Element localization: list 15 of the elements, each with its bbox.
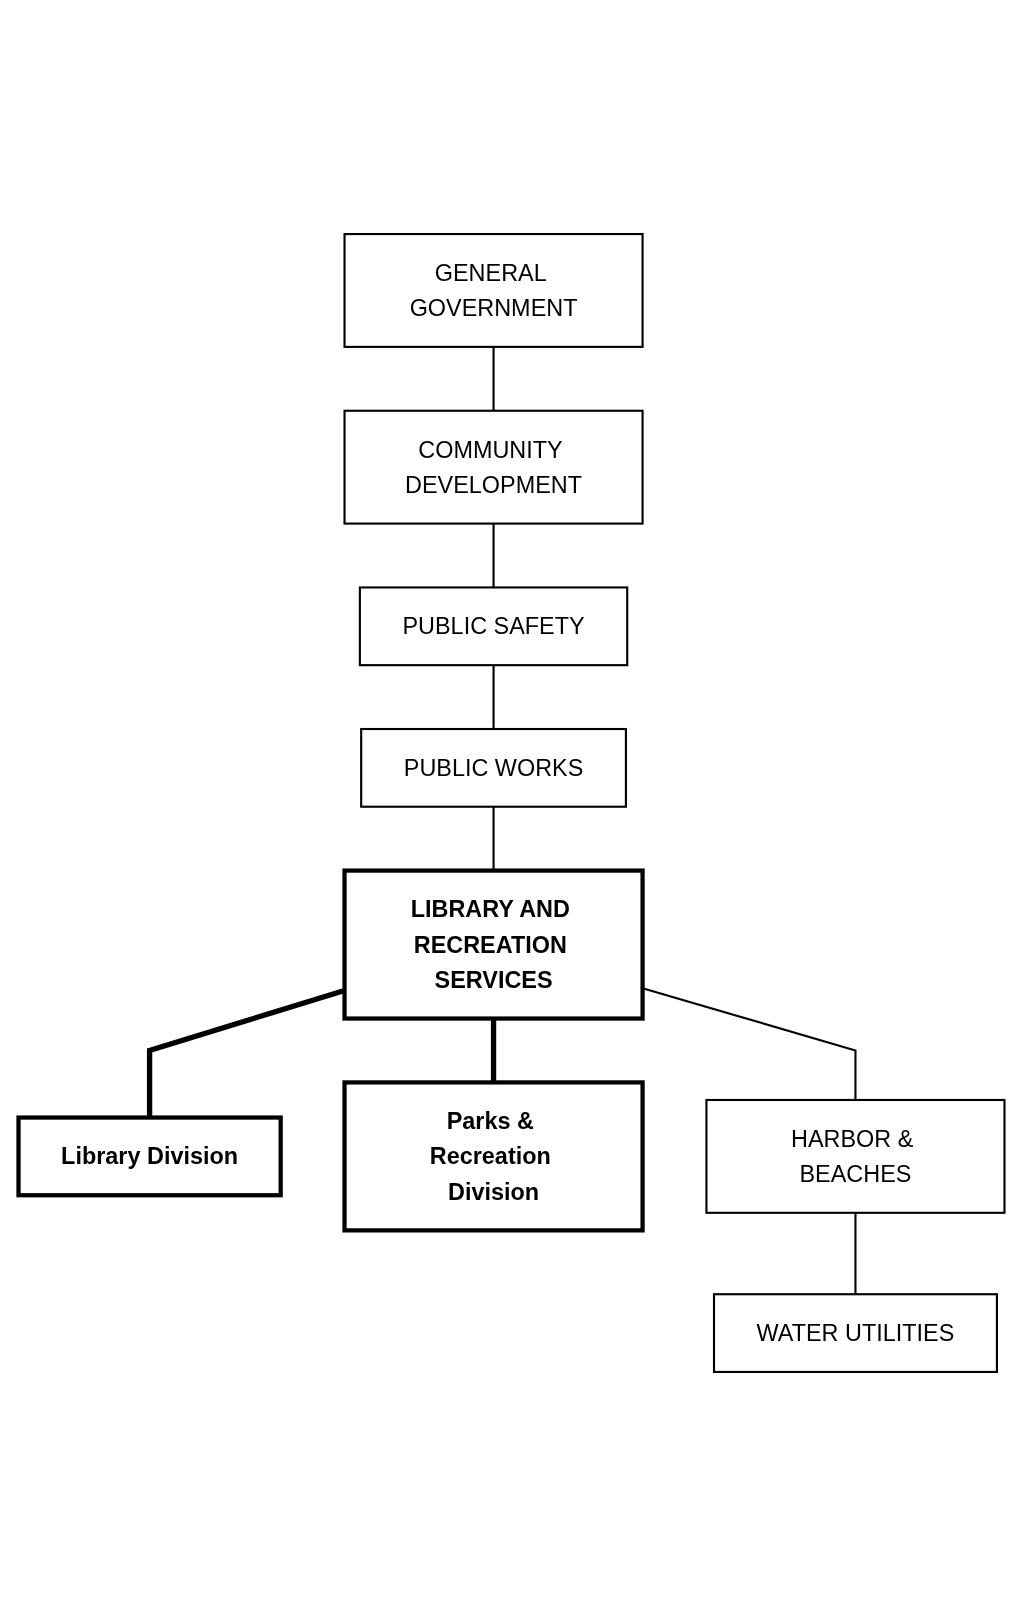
node-box — [705, 1098, 1006, 1214]
node-box — [342, 868, 645, 1021]
connector — [492, 523, 495, 588]
node-box — [343, 409, 644, 525]
node-box — [342, 1080, 645, 1233]
node-box — [712, 1293, 998, 1373]
connector — [492, 346, 495, 411]
node-box — [16, 1115, 283, 1198]
org-chart: GENERAL GOVERNMENT COMMUNITY DEVELOPMENT PUBLIC SAFETY PUBLIC WORKS LIBRARY AND RECREATION SERVICES Library Division Parks & Recreation Division HARBOR & BEACHES WATER UTILITIES — [10, 10, 1013, 1596]
connector — [490, 1018, 497, 1083]
connector — [492, 665, 495, 729]
node-box — [360, 727, 627, 808]
node-box — [358, 586, 629, 667]
connector — [854, 1212, 857, 1295]
node-box — [343, 233, 644, 348]
